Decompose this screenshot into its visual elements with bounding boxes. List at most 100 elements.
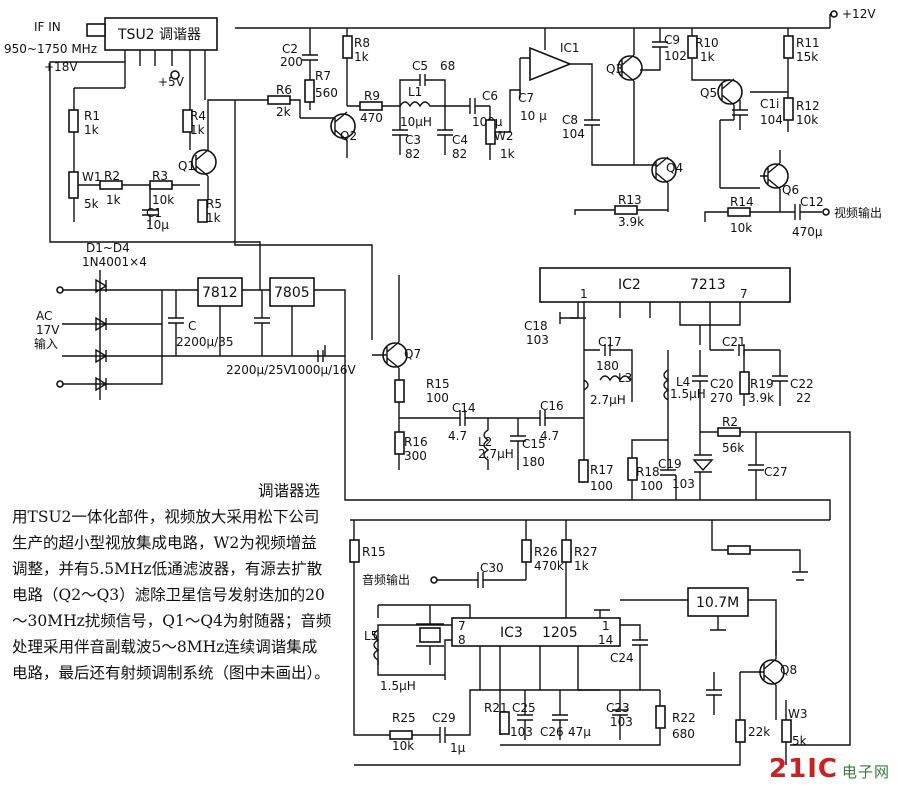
svg-text:C15: C15 bbox=[522, 437, 546, 451]
svg-text:470μ: 470μ bbox=[792, 225, 823, 239]
svg-text:C5: C5 bbox=[412, 59, 428, 73]
svg-text:2k: 2k bbox=[276, 105, 291, 119]
svg-text:R6: R6 bbox=[276, 83, 292, 97]
ic2-label: IC2 bbox=[618, 277, 641, 293]
svg-text:W3: W3 bbox=[788, 707, 808, 721]
svg-text:1μ: 1μ bbox=[450, 741, 466, 755]
diode-part-label: 1N4001×4 bbox=[82, 255, 147, 269]
ic3-pin14: 14 bbox=[598, 633, 613, 647]
svg-text:102: 102 bbox=[664, 49, 687, 63]
svg-text:C26: C26 bbox=[540, 725, 564, 739]
svg-text:C21: C21 bbox=[722, 335, 746, 349]
svg-text:3.9k: 3.9k bbox=[748, 391, 774, 405]
svg-text:103: 103 bbox=[672, 477, 695, 491]
svg-text:180: 180 bbox=[596, 359, 619, 373]
svg-text:C23: C23 bbox=[606, 701, 630, 715]
svg-text:C16: C16 bbox=[540, 399, 564, 413]
svg-text:10k: 10k bbox=[796, 113, 818, 127]
svg-text:Q2: Q2 bbox=[340, 129, 357, 143]
svg-text:5k: 5k bbox=[84, 197, 99, 211]
svg-text:C6: C6 bbox=[482, 89, 498, 103]
ic3-label: IC3 bbox=[500, 625, 523, 641]
svg-text:L3: L3 bbox=[618, 371, 632, 385]
watermark-text: 电子网 bbox=[841, 763, 890, 781]
svg-text:47μ: 47μ bbox=[568, 725, 591, 739]
svg-text:22k: 22k bbox=[748, 725, 770, 739]
svg-text:C7: C7 bbox=[518, 91, 534, 105]
svg-text:R16: R16 bbox=[404, 435, 428, 449]
svg-text:R8: R8 bbox=[354, 36, 370, 50]
svg-text:R4: R4 bbox=[190, 109, 206, 123]
svg-text:100: 100 bbox=[590, 479, 613, 493]
c-out1-label: 2200μ/25V bbox=[226, 363, 292, 377]
svg-text:10 μ: 10 μ bbox=[520, 109, 547, 123]
svg-text:Q3: Q3 bbox=[606, 62, 623, 76]
description-title: 调谐器选 bbox=[257, 482, 320, 500]
v18-label: +18V bbox=[44, 60, 78, 74]
svg-text:1k: 1k bbox=[500, 147, 515, 161]
svg-text:56k: 56k bbox=[722, 441, 744, 455]
svg-text:300: 300 bbox=[404, 449, 427, 463]
svg-text:10k: 10k bbox=[392, 739, 414, 753]
ac-label-3: 输入 bbox=[34, 336, 58, 351]
svg-text:2.7μH: 2.7μH bbox=[590, 393, 626, 407]
svg-text:470: 470 bbox=[360, 111, 383, 125]
svg-text:C25: C25 bbox=[512, 701, 536, 715]
ic3-pin7: 7 bbox=[458, 619, 466, 633]
svg-text:1k: 1k bbox=[354, 50, 369, 64]
svg-text:R27: R27 bbox=[574, 545, 598, 559]
svg-text:Q6: Q6 bbox=[782, 183, 799, 197]
svg-text:82: 82 bbox=[405, 147, 420, 161]
svg-text:Q4: Q4 bbox=[666, 161, 683, 175]
svg-text:R9: R9 bbox=[364, 89, 380, 103]
if-in-connector bbox=[86, 23, 106, 37]
audio-out-label: 音频输出 bbox=[362, 572, 410, 587]
svg-text:103: 103 bbox=[510, 725, 533, 739]
reg-7812-label: 7812 bbox=[202, 285, 238, 301]
description-text: 调谐器选 用TSU2一体化部件，视频放大采用松下公司生产的超小型视放集成电路，W… bbox=[12, 478, 332, 686]
ic3-part-label: 1205 bbox=[542, 625, 578, 641]
svg-text:15k: 15k bbox=[796, 50, 818, 64]
svg-text:C18: C18 bbox=[524, 319, 548, 333]
svg-text:R5: R5 bbox=[206, 197, 222, 211]
description-body: 用TSU2一体化部件，视频放大采用松下公司生产的超小型视放集成电路，W2为视频增… bbox=[12, 508, 332, 682]
diodes-label: D1~D4 bbox=[86, 241, 130, 255]
ac-label-1: AC bbox=[36, 309, 52, 323]
ic3-pin1: 1 bbox=[602, 619, 610, 633]
svg-text:104: 104 bbox=[760, 113, 783, 127]
svg-text:R13: R13 bbox=[618, 193, 642, 207]
svg-text:C1: C1 bbox=[146, 206, 162, 220]
svg-text:10k: 10k bbox=[152, 193, 174, 207]
svg-text:103: 103 bbox=[526, 333, 549, 347]
svg-text:R10: R10 bbox=[695, 36, 719, 50]
svg-text:270: 270 bbox=[710, 391, 733, 405]
ic3-pin8: 8 bbox=[458, 633, 466, 647]
svg-text:R11: R11 bbox=[796, 36, 820, 50]
svg-text:200: 200 bbox=[280, 55, 303, 69]
svg-text:R12: R12 bbox=[796, 99, 820, 113]
v12-label: +12V bbox=[842, 7, 876, 21]
svg-text:22: 22 bbox=[796, 391, 811, 405]
ic2-pin7-label: 7 bbox=[740, 287, 748, 301]
svg-text:Q8: Q8 bbox=[780, 663, 797, 677]
svg-text:4.7: 4.7 bbox=[540, 429, 559, 443]
svg-text:68: 68 bbox=[440, 59, 455, 73]
svg-text:R15: R15 bbox=[426, 377, 450, 391]
svg-text:R18: R18 bbox=[636, 465, 660, 479]
svg-text:C4: C4 bbox=[452, 133, 468, 147]
svg-text:R7: R7 bbox=[315, 69, 331, 83]
svg-text:3.9k: 3.9k bbox=[618, 215, 644, 229]
svg-text:R2: R2 bbox=[722, 415, 738, 429]
svg-text:R19: R19 bbox=[750, 377, 774, 391]
tuner-label: TSU2 调谐器 bbox=[117, 27, 201, 43]
xtal-label: 10.7M bbox=[696, 595, 739, 611]
svg-text:R15: R15 bbox=[362, 545, 386, 559]
svg-text:C9: C9 bbox=[664, 33, 680, 47]
svg-text:4.7: 4.7 bbox=[448, 429, 467, 443]
svg-text:C14: C14 bbox=[452, 401, 476, 415]
svg-text:560: 560 bbox=[315, 86, 338, 100]
svg-text:C22: C22 bbox=[790, 377, 814, 391]
svg-text:1.5μH: 1.5μH bbox=[380, 679, 416, 693]
svg-text:R22: R22 bbox=[672, 711, 696, 725]
svg-text:1k: 1k bbox=[106, 193, 121, 207]
